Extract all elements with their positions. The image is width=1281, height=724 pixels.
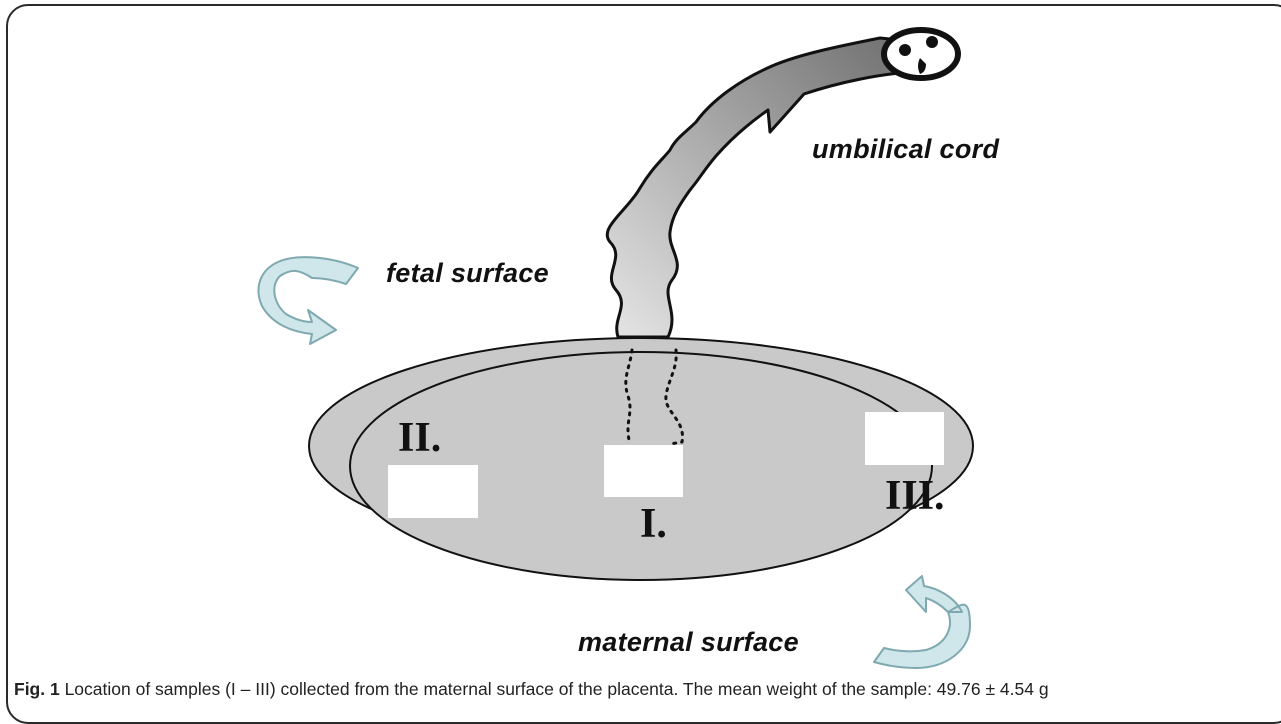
figure-number: Fig. 1 [14,679,60,699]
placenta-diagram [0,0,1281,703]
figure-caption: Fig. 1 Location of samples (I – III) col… [14,678,1274,700]
sample-box-1 [604,445,683,497]
cord-vessel [926,36,938,48]
sample-label-1: I. [640,500,667,548]
sample-label-2: II. [398,414,441,462]
umbilical-cord-label: umbilical cord [812,134,999,165]
sample-box-3 [865,412,944,465]
umbilical-cord [607,38,912,337]
fetal-surface-arrow-icon [259,257,358,344]
caption-text: Location of samples (I – III) collected … [65,679,1049,699]
maternal-surface-arrow-icon [874,576,970,668]
sample-label-3: III. [885,472,945,520]
cord-vessel [899,44,911,56]
sample-box-2 [388,465,478,518]
maternal-surface-label: maternal surface [578,627,799,658]
fetal-surface-label: fetal surface [386,258,549,289]
